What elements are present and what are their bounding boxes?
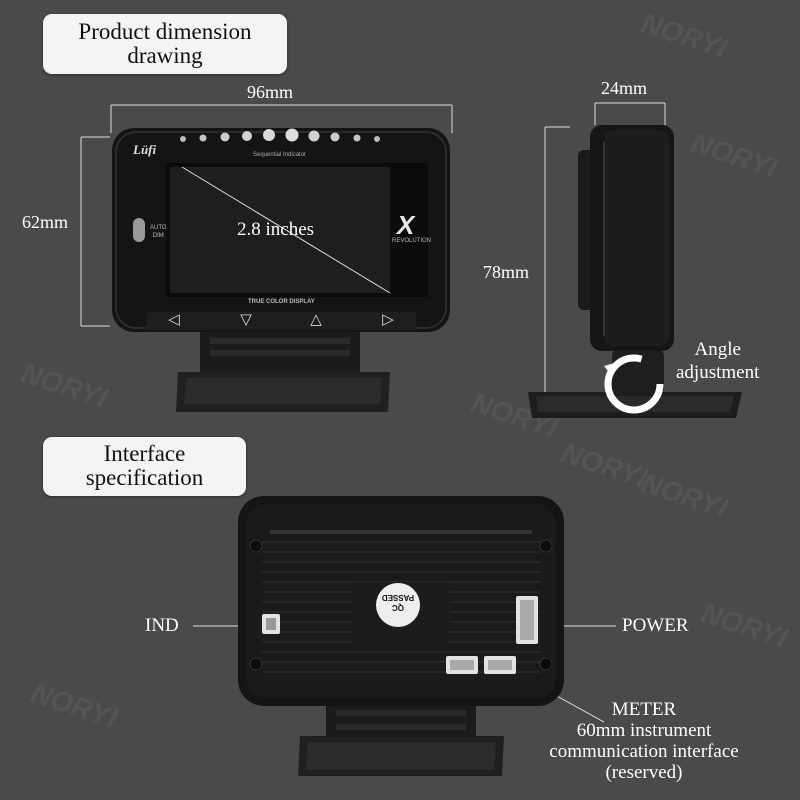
qc-line-2: PASSED (381, 593, 415, 602)
meter-desc-line-2: communication interface (549, 741, 739, 762)
device-side-view (528, 125, 742, 418)
dimension-title-line-2: drawing (127, 43, 203, 68)
angle-line-2: adjustment (676, 362, 760, 383)
down-button[interactable]: ▽ (240, 310, 252, 328)
power-port-label: POWER (622, 615, 689, 636)
auto-dim-label: AUTO DIM (150, 224, 167, 240)
meter-title: METER (611, 699, 677, 720)
interface-title-line-1: Interface (103, 441, 186, 466)
auto-dim-line-2: DIM (152, 233, 164, 239)
up-button[interactable]: △ (310, 310, 322, 328)
indicator-caption: Sequential Indicator (253, 152, 307, 158)
display-caption: TRUE COLOR DISPLAY (248, 299, 315, 305)
qc-line-1: QC (392, 603, 404, 612)
interface-title-line-2: specification (85, 465, 204, 490)
interface-section-title: Interface specification (43, 437, 246, 496)
right-button[interactable]: ▷ (382, 310, 394, 328)
dimension-title-line-1: Product dimension (78, 19, 252, 44)
angle-line-1: Angle (694, 339, 741, 360)
rotate-arrow-icon (604, 354, 664, 414)
depth-dimension-label: 24mm (601, 78, 648, 98)
dimension-section-title: Product dimension drawing (43, 14, 287, 74)
screen-size-label: 2.8 inches (237, 219, 315, 240)
angle-adjustment-label: Angle adjustment (676, 338, 759, 384)
auto-dim-line-1: AUTO (150, 225, 167, 231)
width-dimension-label: 96mm (247, 82, 294, 102)
qc-passed-sticker: QC PASSED (378, 592, 418, 612)
height-dimension-label: 62mm (22, 212, 69, 232)
device-front-view (112, 128, 450, 412)
meter-desc-line-1: 60mm instrument (576, 720, 712, 741)
ind-port-label: IND (145, 615, 179, 636)
meter-port-label: METER 60mm instrument communication inte… (520, 699, 768, 783)
left-button[interactable]: ◁ (168, 310, 180, 328)
sequential-led-row (180, 128, 380, 142)
device-back-view (238, 496, 564, 776)
brand-logo: Lüfi (133, 142, 157, 157)
model-mark: X (397, 210, 415, 240)
side-height-dimension-label: 78mm (483, 262, 530, 282)
model-sub-label: REVOLUTION (392, 238, 432, 244)
meter-desc-line-3: (reserved) (605, 762, 683, 783)
